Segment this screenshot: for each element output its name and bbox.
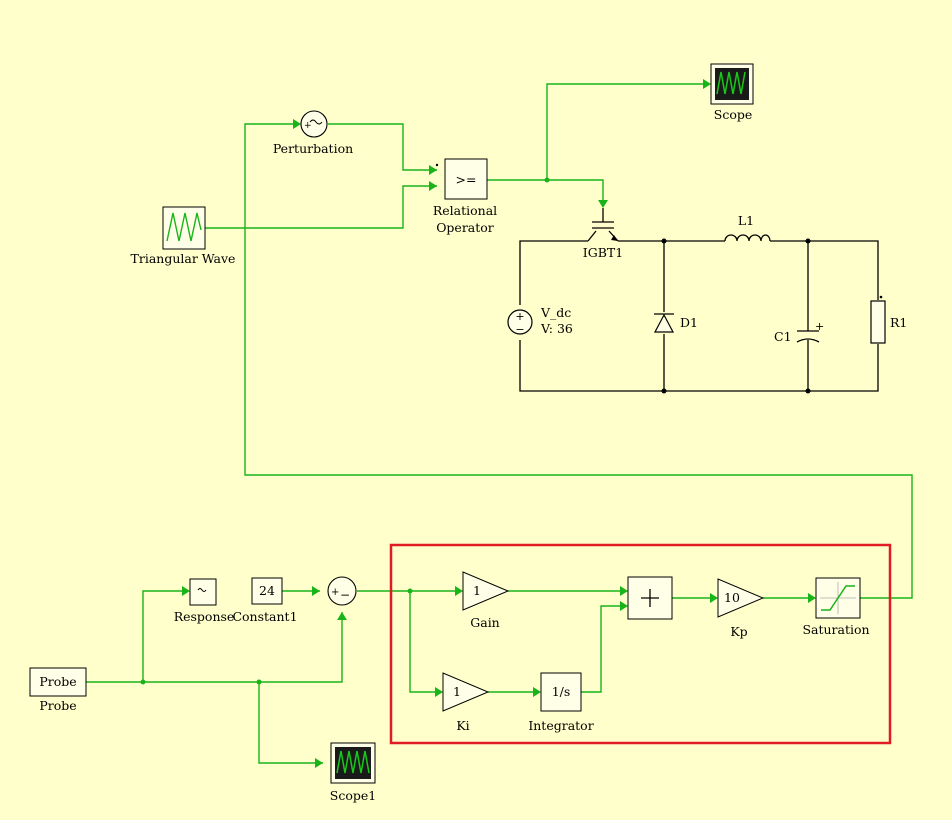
capacitor-label: C1	[774, 329, 792, 344]
capacitor-c1[interactable]: + C1	[774, 320, 824, 344]
scope-label: Scope	[714, 107, 753, 122]
triangular-wave-label: Triangular Wave	[131, 251, 236, 266]
constant-value: 24	[259, 583, 275, 598]
probe-block[interactable]: Probe Probe	[29, 667, 87, 713]
pi-controller-highlight-box	[389, 543, 892, 745]
svg-text:+: +	[331, 587, 339, 598]
triangular-wave-block[interactable]: Triangular Wave	[131, 206, 236, 266]
vdc-name: V_dc	[540, 305, 571, 320]
diode-d1[interactable]: D1	[654, 313, 698, 333]
vdc-source[interactable]: + − V_dc V: 36	[507, 305, 573, 336]
response-block[interactable]: Response	[174, 578, 235, 624]
kp-block[interactable]: 10 Kp	[717, 578, 765, 639]
relational-operator-block[interactable]: >= Relational Operator	[433, 158, 497, 235]
svg-text:−: −	[340, 588, 350, 602]
scope-block[interactable]: Scope	[710, 63, 754, 122]
saturation-label: Saturation	[802, 622, 869, 637]
inductor-label: L1	[738, 213, 754, 228]
integrator-block[interactable]: 1/s Integrator	[528, 672, 594, 733]
kp-value: 10	[724, 590, 740, 605]
svg-text:+: +	[815, 320, 824, 333]
inductor-l1[interactable]: L1	[724, 213, 771, 242]
signal-wires	[86, 83, 913, 764]
igbt1[interactable]: IGBT1	[583, 208, 623, 260]
kp-label: Kp	[730, 624, 747, 639]
resistor-r1[interactable]: R1	[870, 295, 907, 344]
vdc-value: V: 36	[540, 321, 573, 336]
probe-text: Probe	[39, 674, 76, 689]
gain-value: 1	[473, 583, 481, 598]
scope1-label: Scope1	[330, 788, 376, 803]
gain-block[interactable]: 1 Gain	[462, 571, 510, 630]
svg-text:−: −	[515, 323, 524, 336]
svg-text:+: +	[515, 310, 524, 323]
error-sum-block[interactable]: + −	[327, 576, 357, 606]
igbt1-label: IGBT1	[583, 245, 623, 260]
integrator-label: Integrator	[528, 718, 593, 733]
power-circuit	[519, 238, 879, 394]
scope1-block[interactable]: Scope1	[330, 742, 376, 803]
integrator-value: 1/s	[552, 684, 571, 699]
ki-block[interactable]: 1 Ki	[442, 672, 490, 733]
relational-symbol: >=	[456, 172, 477, 187]
svg-text:+: +	[304, 121, 312, 131]
resistor-label: R1	[890, 315, 907, 330]
perturbation-block[interactable]: + Perturbation	[273, 110, 353, 156]
response-label: Response	[174, 609, 235, 624]
signal-arrowheads	[182, 79, 816, 768]
perturbation-label: Perturbation	[273, 141, 353, 156]
adder-block[interactable]	[627, 576, 673, 620]
signal-junctions	[140, 177, 550, 685]
diode-label: D1	[680, 315, 698, 330]
ki-label: Ki	[456, 718, 469, 733]
constant-label: Constant1	[232, 609, 297, 624]
saturation-block[interactable]: Saturation	[802, 577, 870, 637]
constant-block[interactable]: 24 Constant1	[232, 577, 298, 624]
relational-label-1: Relational	[433, 203, 497, 218]
ki-value: 1	[453, 684, 461, 699]
gain-label: Gain	[470, 615, 500, 630]
relational-label-2: Operator	[436, 220, 494, 235]
probe-label: Probe	[39, 698, 76, 713]
